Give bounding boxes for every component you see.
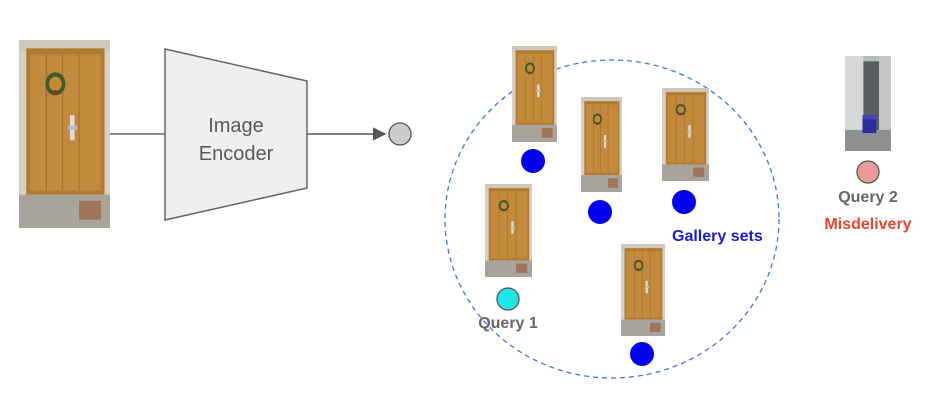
gallery-dot (521, 149, 545, 173)
gallery-photo (662, 88, 709, 181)
gallery-photo (581, 97, 622, 192)
embedding-dot (388, 122, 412, 146)
gallery-sets-label: Gallery sets (672, 228, 763, 245)
gallery-dot (630, 342, 654, 366)
gallery-photo (485, 184, 532, 277)
query1-label: Query 1 (478, 315, 538, 332)
encoder-label-line1: Image (208, 115, 264, 137)
query1-dot (496, 287, 520, 311)
query2-dot (856, 160, 880, 184)
query2-photo (845, 56, 891, 151)
gallery-cluster-circle (444, 59, 780, 379)
image-encoder-block (164, 48, 308, 221)
misdelivery-label: Misdelivery (824, 216, 911, 233)
gallery-dot (672, 190, 696, 214)
gallery-photo (512, 46, 557, 142)
gallery-photo (621, 244, 665, 336)
gallery-dot (588, 200, 612, 224)
input-door-photo (19, 40, 110, 228)
encoder-label-line2: Encoder (199, 143, 274, 165)
query2-label: Query 2 (838, 189, 898, 206)
